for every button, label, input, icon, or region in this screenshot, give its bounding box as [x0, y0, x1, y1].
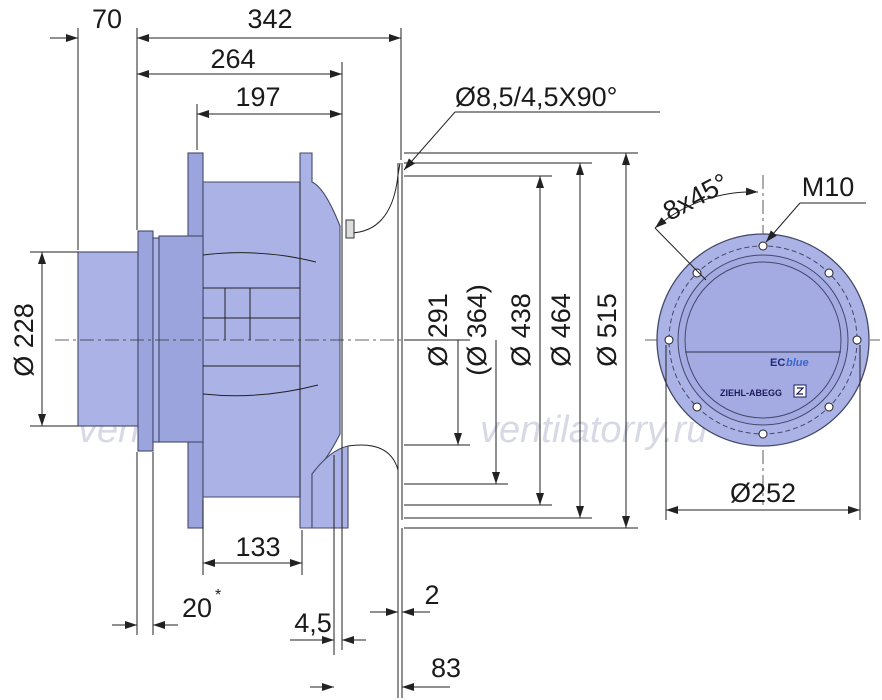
- fan-front-view: EC blue ZIEHL-ABEGG: [656, 233, 870, 447]
- inlet-cone-lower: [311, 445, 349, 529]
- inner-motor: [158, 235, 204, 443]
- dim-20-asterisk: *: [215, 587, 221, 604]
- dim-252: Ø252: [730, 478, 796, 508]
- blade-line: [202, 252, 317, 263]
- dim-4-5: 4,5: [294, 608, 332, 638]
- cable-connector: [345, 219, 355, 239]
- diameter-dimensions: Ø 291 (Ø 364) Ø 438 Ø 464 Ø 515: [404, 152, 638, 529]
- bolt-hole: [692, 268, 702, 278]
- dim-hole-spec: Ø8,5/4,5X90°: [455, 82, 617, 112]
- dim-228-group: Ø 228: [9, 251, 78, 427]
- dim-thread: M10: [802, 172, 855, 202]
- dim-291: Ø 291: [423, 293, 453, 367]
- dim-438: Ø 438: [506, 293, 536, 367]
- bolt-hole: [852, 335, 862, 345]
- dim-angle: 8x45°: [658, 168, 733, 227]
- dim-464: Ø 464: [546, 293, 576, 367]
- dim-364: (Ø 364): [462, 284, 492, 376]
- bolt-hole: [664, 335, 674, 345]
- bolt-hole: [824, 268, 834, 278]
- front-inner-ring: [684, 261, 842, 419]
- dim-83: 83: [431, 653, 461, 683]
- watermark-right: ventilatorry.ru: [480, 409, 707, 451]
- inlet-cone-curve: [347, 444, 399, 528]
- top-dimensions: 70 342 264 197 Ø8,5/4,5X90°: [50, 4, 660, 650]
- dim-342: 342: [247, 4, 292, 34]
- dim-228: Ø 228: [9, 303, 39, 377]
- logo-ec: EC: [770, 357, 785, 369]
- dim-197: 197: [235, 82, 280, 112]
- logo-blue: blue: [786, 357, 809, 369]
- fan-side-view: [77, 152, 403, 529]
- motor-hub: [77, 251, 139, 427]
- dim-264: 264: [210, 44, 255, 74]
- logo-brand: ZIEHL-ABEGG: [720, 388, 782, 398]
- dim-133: 133: [235, 532, 280, 562]
- dim-515: Ø 515: [592, 293, 622, 367]
- bolt-hole: [758, 241, 768, 251]
- logo-brand-icon-glyph: [795, 387, 805, 395]
- bolt-hole: [692, 402, 702, 412]
- blade-line: [202, 384, 319, 397]
- dim-2: 2: [424, 580, 439, 610]
- bottom-dimensions: 133 20 * 4,5 2 83: [112, 452, 461, 698]
- front-hub: [677, 254, 849, 426]
- dim-20: 20: [182, 593, 212, 623]
- bolt-hole: [824, 402, 834, 412]
- bolt-hole: [758, 429, 768, 439]
- blade-line: [224, 288, 251, 340]
- dim-70: 70: [92, 4, 122, 34]
- mounting-flange: [137, 230, 154, 452]
- inlet-cone-curve: [349, 162, 401, 234]
